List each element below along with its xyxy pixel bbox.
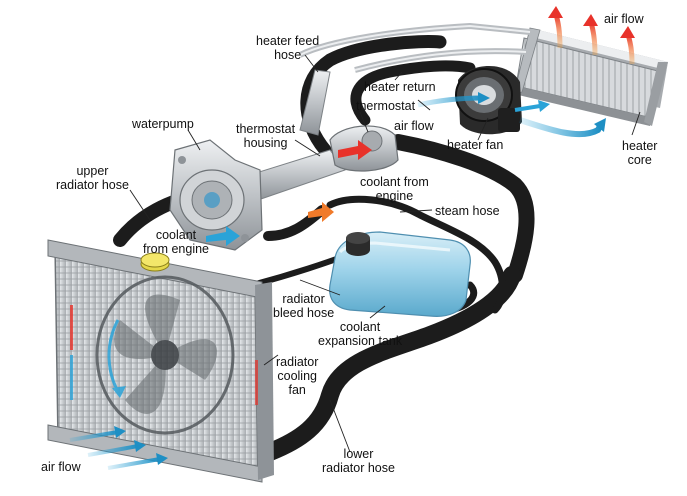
label-radiator-cooling-fan-line1: radiator [276, 355, 319, 369]
label-coolant-from-engine-left-line1: coolant [155, 228, 197, 242]
label-radiator-bleed-hose-line2: bleed hose [273, 306, 335, 320]
label-heater-return: heater return [364, 80, 436, 94]
label-upper-radiator-hose-line2: radiator hose [56, 178, 129, 192]
label-steam-hose: steam hose [435, 204, 500, 218]
label-coolant-from-engine-right-line1: coolant from [360, 175, 429, 189]
air-flow-arrows-bottom [69, 426, 168, 470]
label-waterpump: waterpump [132, 117, 194, 131]
label-heater-core: heater core [622, 139, 657, 167]
label-radiator-cooling-fan-line3: fan [288, 383, 306, 397]
label-heater-feed-hose-line1: heater feed [256, 34, 320, 48]
label-lower-radiator-hose: lower radiator hose [322, 447, 395, 475]
label-radiator-bleed-hose-line1: radiator [282, 292, 325, 306]
label-heater-fan: heater fan [447, 138, 504, 152]
label-lower-radiator-hose-line1: lower [343, 447, 374, 461]
label-radiator-bleed-hose: radiator bleed hose [273, 292, 334, 320]
label-radiator-cooling-fan: radiator cooling fan [276, 355, 318, 397]
waterpump-illustration [169, 139, 263, 251]
label-upper-radiator-hose: upper radiator hose [56, 164, 129, 192]
label-coolant-expansion-tank-line2: expansion tank [318, 334, 403, 348]
hoses [113, 35, 535, 461]
label-thermostat-housing-line1: thermostat [236, 122, 296, 136]
label-coolant-from-engine-left-line2: from engine [143, 242, 210, 256]
label-coolant-from-engine-right-line2: engine [375, 189, 414, 203]
label-thermostat: thermostat [356, 99, 416, 113]
label-upper-radiator-hose-line1: upper [76, 164, 109, 178]
label-lower-radiator-hose-line2: radiator hose [322, 461, 395, 475]
air-flow-arrows-top [548, 6, 635, 65]
label-thermostat-housing-line2: housing [243, 136, 288, 150]
air-flow-arrows-mid [417, 92, 606, 138]
label-heater-core-line1: heater [622, 139, 658, 153]
heater-core-illustration [513, 27, 668, 126]
label-heater-feed-hose-line2: hose [274, 48, 302, 62]
label-coolant-from-engine-left: coolant from engine [143, 228, 209, 256]
label-air-flow-top: air flow [604, 12, 644, 26]
coolant-flow-arrows [206, 140, 372, 246]
label-coolant-expansion-tank: coolant expansion tank [318, 320, 402, 348]
coolant-expansion-tank-illustration [329, 231, 471, 317]
label-air-flow-bottom: air flow [41, 460, 81, 474]
label-coolant-expansion-tank-line1: coolant [339, 320, 381, 334]
label-heater-core-line2: core [627, 153, 652, 167]
label-heater-feed-hose: heater feed hose [256, 34, 319, 62]
label-thermostat-housing: thermostat housing [236, 122, 295, 150]
radiator-cooling-fan-illustration [95, 275, 235, 435]
label-air-flow-mid: air flow [394, 119, 434, 133]
label-coolant-from-engine-right: coolant from engine [360, 175, 429, 203]
label-radiator-cooling-fan-line2: cooling [277, 369, 317, 383]
label-leader-lines [129, 54, 641, 453]
